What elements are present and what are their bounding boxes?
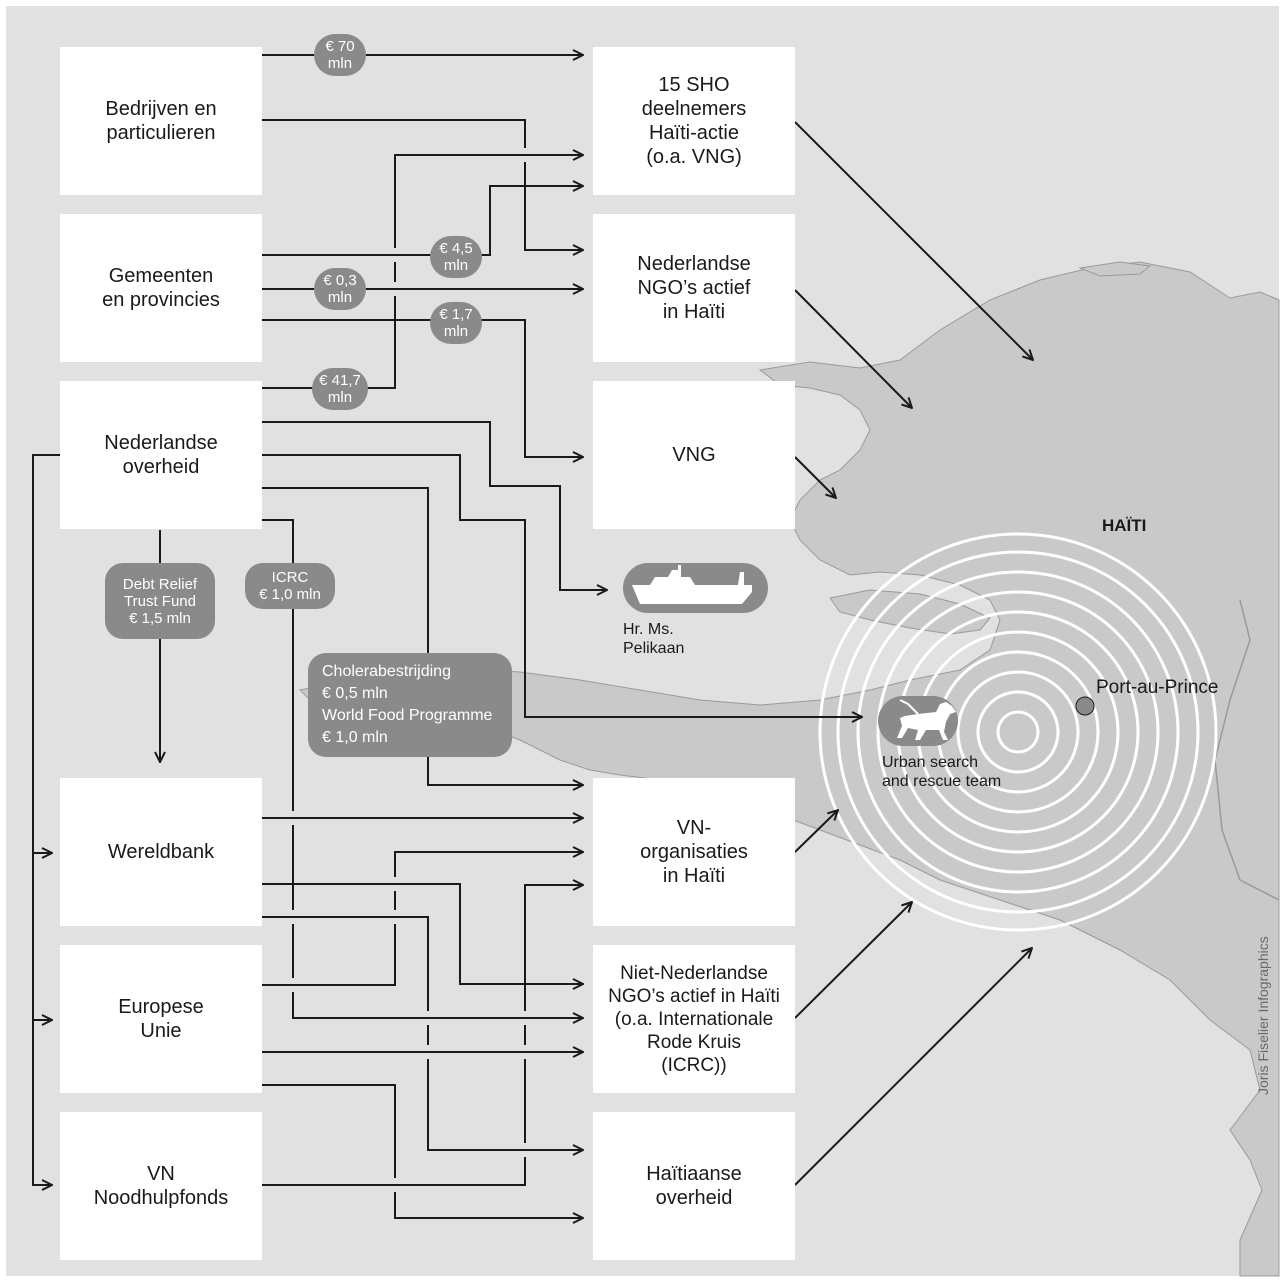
source-gemeenten: Gemeenten en provincies: [60, 214, 262, 362]
epicentre-rings: [818, 532, 1218, 932]
source-wereldbank: Wereldbank: [60, 778, 262, 926]
source-bedrijven: Bedrijven en particulieren: [60, 47, 262, 195]
map-country-label: HAÏTI: [1102, 516, 1147, 535]
amount-cholera-wfp: Cholerabestrijding € 0,5 mln World Food …: [308, 653, 512, 757]
port-au-prince-marker: [1075, 696, 1095, 716]
haiti-mainland: [298, 261, 1280, 1277]
credit: Joris Fiselier Infographics: [1255, 936, 1271, 1095]
source-nederlandse-overheid: Nederlandse overheid: [60, 381, 262, 529]
recipient-nederlandse-ngos: Nederlandse NGO’s actief in Haïti: [593, 214, 795, 362]
amount-bedrijven-sho: € 70 mln: [314, 34, 366, 76]
amount-gemeenten-ngo: € 0,3 mln: [314, 268, 366, 310]
source-europese-unie: Europese Unie: [60, 945, 262, 1093]
amount-debt-relief: Debt Relief Trust Fund € 1,5 mln: [105, 563, 215, 639]
map-city-label: Port-au-Prince: [1096, 677, 1219, 698]
source-vn-noodhulpfonds: VN Noodhulpfonds: [60, 1112, 262, 1260]
recipient-haitiaanse-overheid: Haïtiaanse overheid: [593, 1112, 795, 1260]
recipient-niet-nederlandse-ngos: Niet-Nederlandse NGO’s actief in Haïti (…: [593, 945, 795, 1093]
recipient-vng: VNG: [593, 381, 795, 529]
ship-icon: [623, 563, 768, 613]
amount-gemeenten-sho: € 4,5 mln: [430, 236, 482, 278]
recipient-sho: 15 SHO deelnemers Haïti-actie (o.a. VNG): [593, 47, 795, 195]
amount-icrc: ICRC € 1,0 mln: [245, 563, 335, 609]
ship-label: Hr. Ms. Pelikaan: [623, 621, 685, 657]
rescue-label: Urban search and rescue team: [882, 754, 1002, 790]
crossing-redraw: [287, 154, 531, 1186]
amount-gemeenten-vng: € 1,7 mln: [430, 302, 482, 344]
amount-overheid-sho: € 41,7 mln: [312, 368, 368, 410]
rescue-dog-icon: [878, 696, 958, 746]
ile-de-la-tortue: [1078, 261, 1152, 277]
recipient-vn-organisaties: VN- organisaties in Haïti: [593, 778, 795, 926]
